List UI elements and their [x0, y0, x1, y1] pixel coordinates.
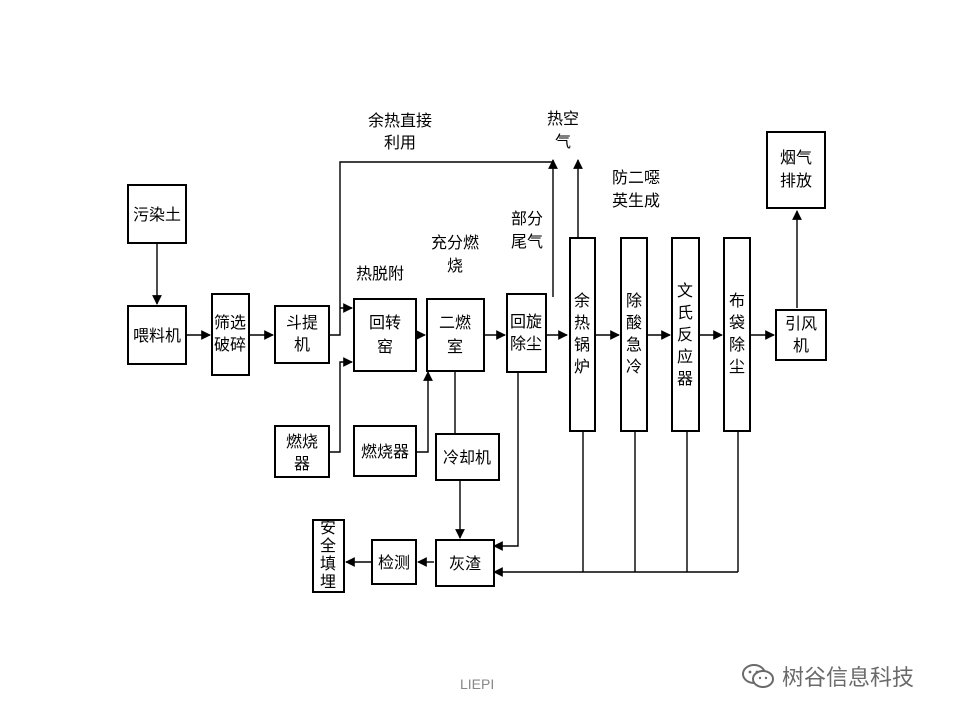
node-burner-2: 燃烧器 — [353, 425, 417, 477]
node-cyclone-line1: 回旋 — [510, 312, 542, 331]
label-dioxin-1: 防二噁 — [612, 168, 660, 187]
node-baghouse-c3: 除 — [729, 335, 745, 354]
label-thermal-desorption: 热脱附 — [356, 264, 404, 283]
node-ash: 灰渣 — [435, 539, 495, 587]
watermark: 树谷信息科技 — [740, 660, 914, 692]
node-cooler-text: 冷却机 — [443, 448, 491, 467]
node-secondary-chamber-line2: 室 — [447, 337, 463, 356]
node-baghouse-c4: 尘 — [729, 357, 745, 376]
node-landfill-c4: 埋 — [320, 572, 336, 591]
node-landfill-c2: 全 — [320, 536, 336, 555]
wechat-icon — [742, 664, 774, 688]
node-feeder-text: 喂料机 — [133, 326, 181, 345]
node-detection: 检测 — [371, 539, 417, 585]
node-screen-crush-line2: 破碎 — [214, 335, 246, 354]
node-bucket-elevator-line2: 机 — [294, 335, 310, 354]
node-venturi-c3: 反 — [677, 325, 693, 344]
label-full-combustion-2: 烧 — [447, 256, 463, 275]
node-quench-c4: 冷 — [626, 357, 642, 376]
node-induced-fan-line2: 机 — [793, 336, 809, 355]
node-boiler-c1: 余 — [574, 291, 590, 310]
node-landfill-c3: 填 — [320, 554, 336, 573]
node-induced-fan: 引风 机 — [775, 309, 827, 361]
node-acid-quench: 除 酸 急 冷 — [620, 237, 648, 432]
node-venturi-c5: 器 — [677, 369, 693, 388]
node-detection-text: 检测 — [378, 553, 410, 572]
node-baghouse-c1: 布 — [729, 291, 745, 310]
node-quench-c2: 酸 — [626, 313, 642, 332]
watermark-text: 树谷信息科技 — [782, 666, 915, 691]
node-baghouse-c2: 袋 — [729, 313, 745, 332]
node-pollute-soil-text: 污染土 — [133, 205, 181, 224]
label-dioxin-2: 英生成 — [612, 191, 660, 210]
label-waste-heat-reuse-2: 利用 — [384, 133, 416, 152]
node-flue-discharge: 烟气 排放 — [766, 131, 826, 209]
label-hot-air-1: 热空 — [547, 109, 579, 128]
node-secondary-chamber-line1: 二燃 — [439, 313, 471, 332]
node-venturi-c1: 文 — [677, 281, 693, 300]
node-flue-line1: 烟气 — [780, 148, 812, 167]
node-burner-1-line2: 器 — [294, 454, 310, 473]
node-waste-heat-boiler: 余 热 锅 炉 — [569, 237, 596, 432]
node-venturi-c2: 氏 — [677, 303, 693, 322]
label-partial-tail-gas-2: 尾气 — [511, 232, 543, 251]
node-boiler-c4: 炉 — [574, 357, 590, 376]
node-burner-1: 燃烧 器 — [274, 425, 330, 478]
node-induced-fan-line1: 引风 — [785, 314, 817, 333]
node-ash-text: 灰渣 — [449, 554, 481, 573]
label-full-combustion-1: 充分燃 — [431, 233, 479, 252]
node-quench-c3: 急 — [626, 335, 642, 354]
label-partial-tail-gas-1: 部分 — [511, 209, 543, 228]
node-rotary-kiln: 回转 窑 — [353, 298, 417, 372]
node-feeder: 喂料机 — [127, 305, 187, 365]
node-venturi-c4: 应 — [677, 347, 693, 366]
node-boiler-c2: 热 — [574, 313, 590, 332]
connectors — [152, 159, 802, 577]
node-bucket-elevator: 斗提 机 — [274, 305, 330, 364]
label-hot-air-2: 气 — [555, 132, 571, 151]
node-screen-crush-line1: 筛选 — [214, 313, 246, 332]
node-screen-crush: 筛选 破碎 — [211, 293, 250, 376]
node-cooler: 冷却机 — [435, 433, 500, 481]
node-quench-c1: 除 — [626, 291, 642, 310]
node-baghouse: 布 袋 除 尘 — [723, 237, 751, 432]
node-cyclone-line2: 除尘 — [510, 334, 542, 353]
node-burner-2-text: 燃烧器 — [361, 442, 409, 461]
node-landfill: 安 全 填 埋 — [312, 518, 345, 593]
node-bucket-elevator-line1: 斗提 — [286, 313, 318, 332]
free-labels: 余热直接 利用 热空 气 防二噁 英生成 部分 尾气 充分燃 烧 热脱附 — [356, 109, 660, 283]
node-burner-1-line1: 燃烧 — [286, 432, 318, 451]
node-rotary-kiln-line1: 回转 — [369, 313, 401, 332]
node-boiler-c3: 锅 — [574, 335, 590, 354]
node-venturi: 文 氏 反 应 器 — [671, 237, 700, 432]
node-flue-line2: 排放 — [780, 171, 812, 190]
footer-text: LIEPI — [460, 676, 495, 692]
node-secondary-chamber: 二燃 室 — [426, 298, 485, 372]
node-rotary-kiln-line2: 窑 — [377, 337, 393, 356]
node-cyclone: 回旋 除尘 — [506, 293, 547, 373]
label-waste-heat-reuse-1: 余热直接 — [368, 111, 432, 130]
node-landfill-c1: 安 — [320, 518, 336, 537]
node-pollute-soil: 污染土 — [127, 184, 187, 244]
